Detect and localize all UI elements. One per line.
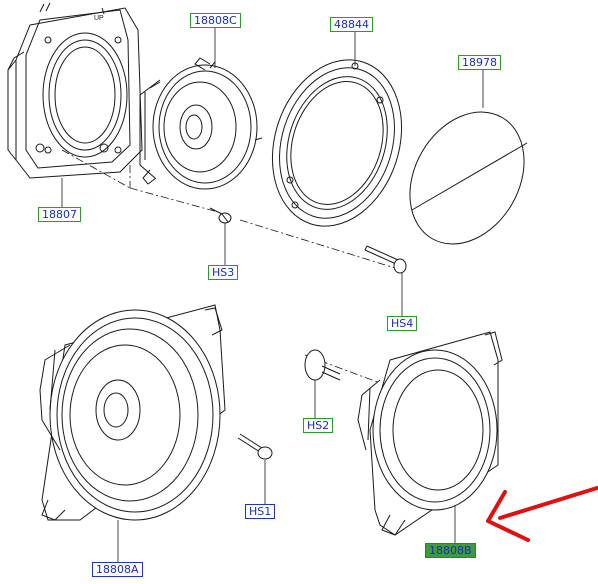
bolt-HS4[interactable] <box>364 245 407 274</box>
speaker-18808C[interactable] <box>139 57 263 190</box>
label-18808B[interactable]: 18808B <box>425 543 476 558</box>
bracket-marking: UP <box>94 15 104 22</box>
cover-18978[interactable] <box>387 91 547 264</box>
label-18807[interactable]: 18807 <box>38 207 81 222</box>
connector-lines <box>61 149 396 384</box>
red-arrow <box>486 486 598 542</box>
bolt-HS2[interactable] <box>304 349 341 381</box>
speaker-18808A[interactable] <box>39 304 226 521</box>
label-18978[interactable]: 18978 <box>458 55 501 70</box>
ring-48844[interactable] <box>252 43 422 243</box>
speaker-18808B[interactable] <box>357 331 503 536</box>
label-HS1[interactable]: HS1 <box>245 504 276 519</box>
label-18808A[interactable]: 18808A <box>92 562 143 577</box>
label-HS4[interactable]: HS4 <box>387 316 418 331</box>
label-18808C[interactable]: 18808C <box>190 13 241 28</box>
screw-HS3[interactable] <box>209 207 232 224</box>
label-HS3[interactable]: HS3 <box>208 265 239 280</box>
speaker-bracket-18807[interactable]: UP <box>7 2 143 179</box>
label-48844[interactable]: 48844 <box>330 17 373 32</box>
leader-lines <box>61 28 484 562</box>
label-HS2[interactable]: HS2 <box>303 418 334 433</box>
screw-HS1[interactable] <box>237 433 273 460</box>
